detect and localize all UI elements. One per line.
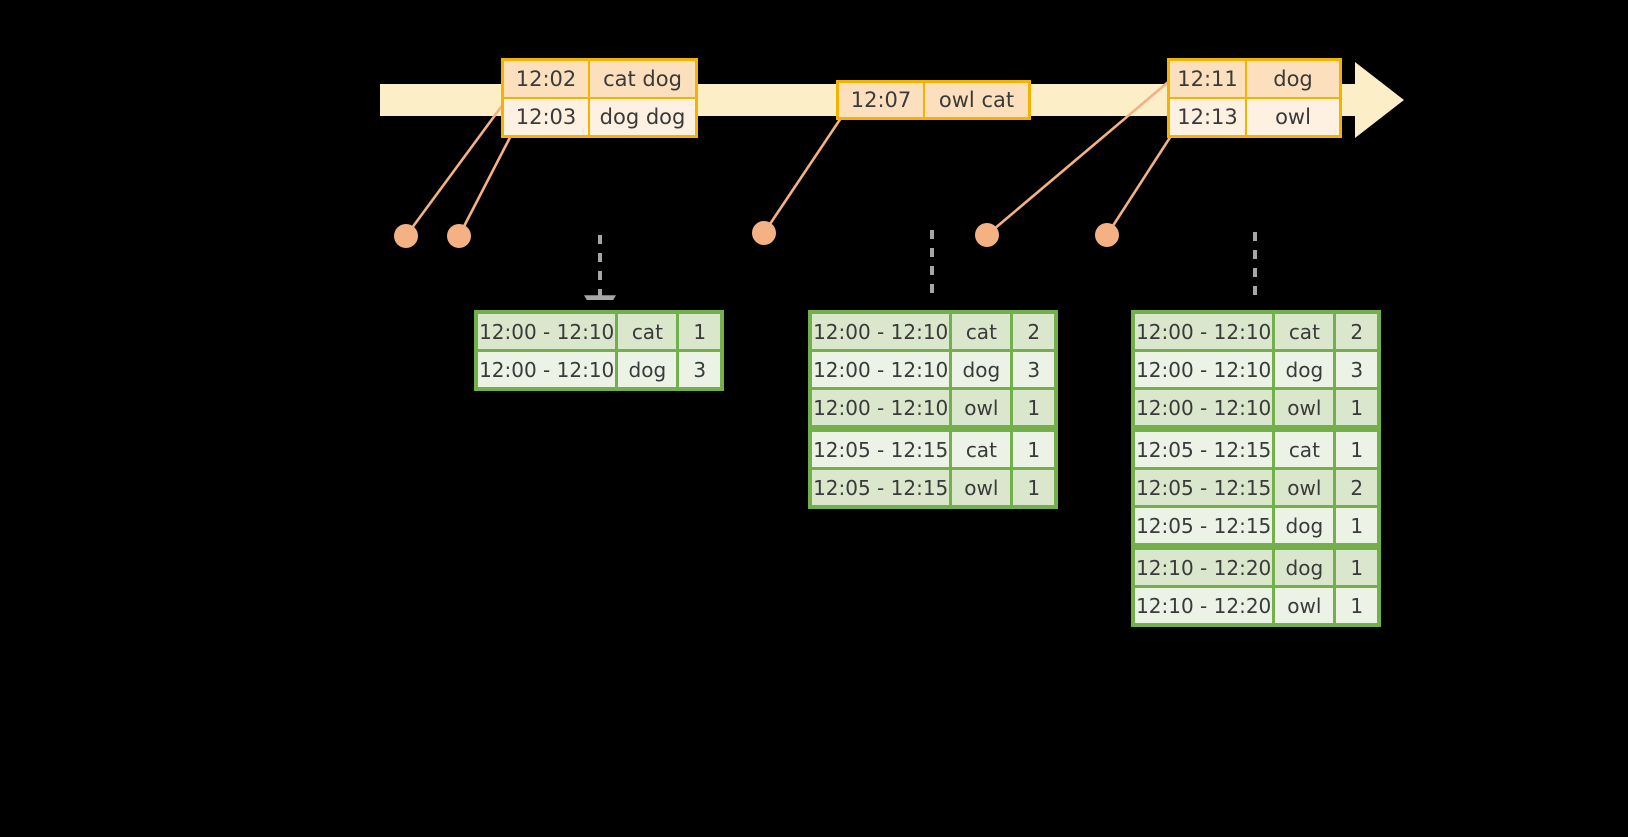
table-cell-window: 12:00 - 12:10 bbox=[1135, 390, 1273, 425]
table-cell-window: 12:00 - 12:10 bbox=[812, 352, 950, 387]
table-cell-key: dog bbox=[1275, 508, 1334, 543]
table-cell-count: 1 bbox=[1013, 432, 1054, 467]
table-cell-count: 2 bbox=[1336, 314, 1377, 349]
event-payload: owl bbox=[1247, 99, 1339, 135]
event-payload: owl cat bbox=[925, 83, 1028, 117]
table-cell-window: 12:00 - 12:10 bbox=[1135, 314, 1273, 349]
table-cell-window: 12:05 - 12:15 bbox=[812, 470, 950, 505]
event-dot-1[interactable] bbox=[394, 224, 418, 248]
table-cell-window: 12:05 - 12:15 bbox=[1135, 508, 1273, 543]
table-cell-count: 2 bbox=[1336, 470, 1377, 505]
table-cell-window: 12:05 - 12:15 bbox=[1135, 470, 1273, 505]
event-timestamp: 12:13 bbox=[1170, 99, 1247, 135]
table-cell-key: owl bbox=[1275, 470, 1334, 505]
table-cell-count: 3 bbox=[679, 352, 720, 387]
table-cell-count: 1 bbox=[1336, 550, 1377, 585]
table-cell-count: 1 bbox=[1336, 432, 1377, 467]
event-dot-5-connector bbox=[1105, 121, 1182, 236]
table-cell-count: 3 bbox=[1013, 352, 1054, 387]
table-cell-count: 1 bbox=[1013, 390, 1054, 425]
event-payload: cat dog bbox=[590, 61, 695, 97]
table-cell-key: cat bbox=[618, 314, 677, 349]
event-timestamp: 12:02 bbox=[504, 61, 590, 97]
event-payload: dog dog bbox=[590, 99, 695, 135]
table-cell-window: 12:05 - 12:15 bbox=[812, 432, 950, 467]
event-timestamp: 12:03 bbox=[504, 99, 590, 135]
table-cell-key: owl bbox=[952, 390, 1011, 425]
table-cell-window: 12:00 - 12:10 bbox=[812, 390, 950, 425]
table-cell-window: 12:00 - 12:10 bbox=[1135, 352, 1273, 387]
table-cell-window: 12:10 - 12:20 bbox=[1135, 550, 1273, 585]
table-cell-count: 1 bbox=[1336, 508, 1377, 543]
table-cell-key: cat bbox=[952, 432, 1011, 467]
table-cell-key: owl bbox=[1275, 588, 1334, 623]
timeline-graphics bbox=[380, 62, 1404, 300]
table-cell-count: 1 bbox=[1336, 588, 1377, 623]
table-cell-window: 12:05 - 12:15 bbox=[1135, 432, 1273, 467]
table-cell-window: 12:00 - 12:10 bbox=[812, 314, 950, 349]
table-cell-key: cat bbox=[1275, 314, 1334, 349]
table-cell-count: 3 bbox=[1336, 352, 1377, 387]
event-dot-3[interactable] bbox=[752, 221, 776, 245]
table-cell-count: 1 bbox=[1336, 390, 1377, 425]
table-cell-window: 12:00 - 12:10 bbox=[478, 352, 616, 387]
event-timestamp: 12:11 bbox=[1170, 61, 1247, 97]
table-cell-count: 1 bbox=[1013, 470, 1054, 505]
event-dot-3-connector bbox=[762, 111, 847, 234]
table-cell-key: dog bbox=[952, 352, 1011, 387]
flow-arrows bbox=[584, 230, 1257, 300]
event-dot-5[interactable] bbox=[1095, 223, 1119, 247]
event-timestamp: 12:07 bbox=[839, 83, 925, 117]
event-dot-2[interactable] bbox=[447, 224, 471, 248]
table-cell-key: dog bbox=[618, 352, 677, 387]
event-payload: dog bbox=[1247, 61, 1339, 97]
table-cell-key: owl bbox=[1275, 390, 1334, 425]
table-cell-key: cat bbox=[1275, 432, 1334, 467]
table-cell-count: 2 bbox=[1013, 314, 1054, 349]
table-cell-key: dog bbox=[1275, 550, 1334, 585]
table-cell-count: 1 bbox=[679, 314, 720, 349]
table-cell-key: dog bbox=[1275, 352, 1334, 387]
event-dots bbox=[394, 221, 1119, 248]
event-dot-2-connector bbox=[457, 121, 520, 237]
table-cell-window: 12:00 - 12:10 bbox=[478, 314, 616, 349]
table-cell-key: owl bbox=[952, 470, 1011, 505]
table-cell-key: cat bbox=[952, 314, 1011, 349]
table-cell-window: 12:10 - 12:20 bbox=[1135, 588, 1273, 623]
event-dot-4[interactable] bbox=[975, 223, 999, 247]
